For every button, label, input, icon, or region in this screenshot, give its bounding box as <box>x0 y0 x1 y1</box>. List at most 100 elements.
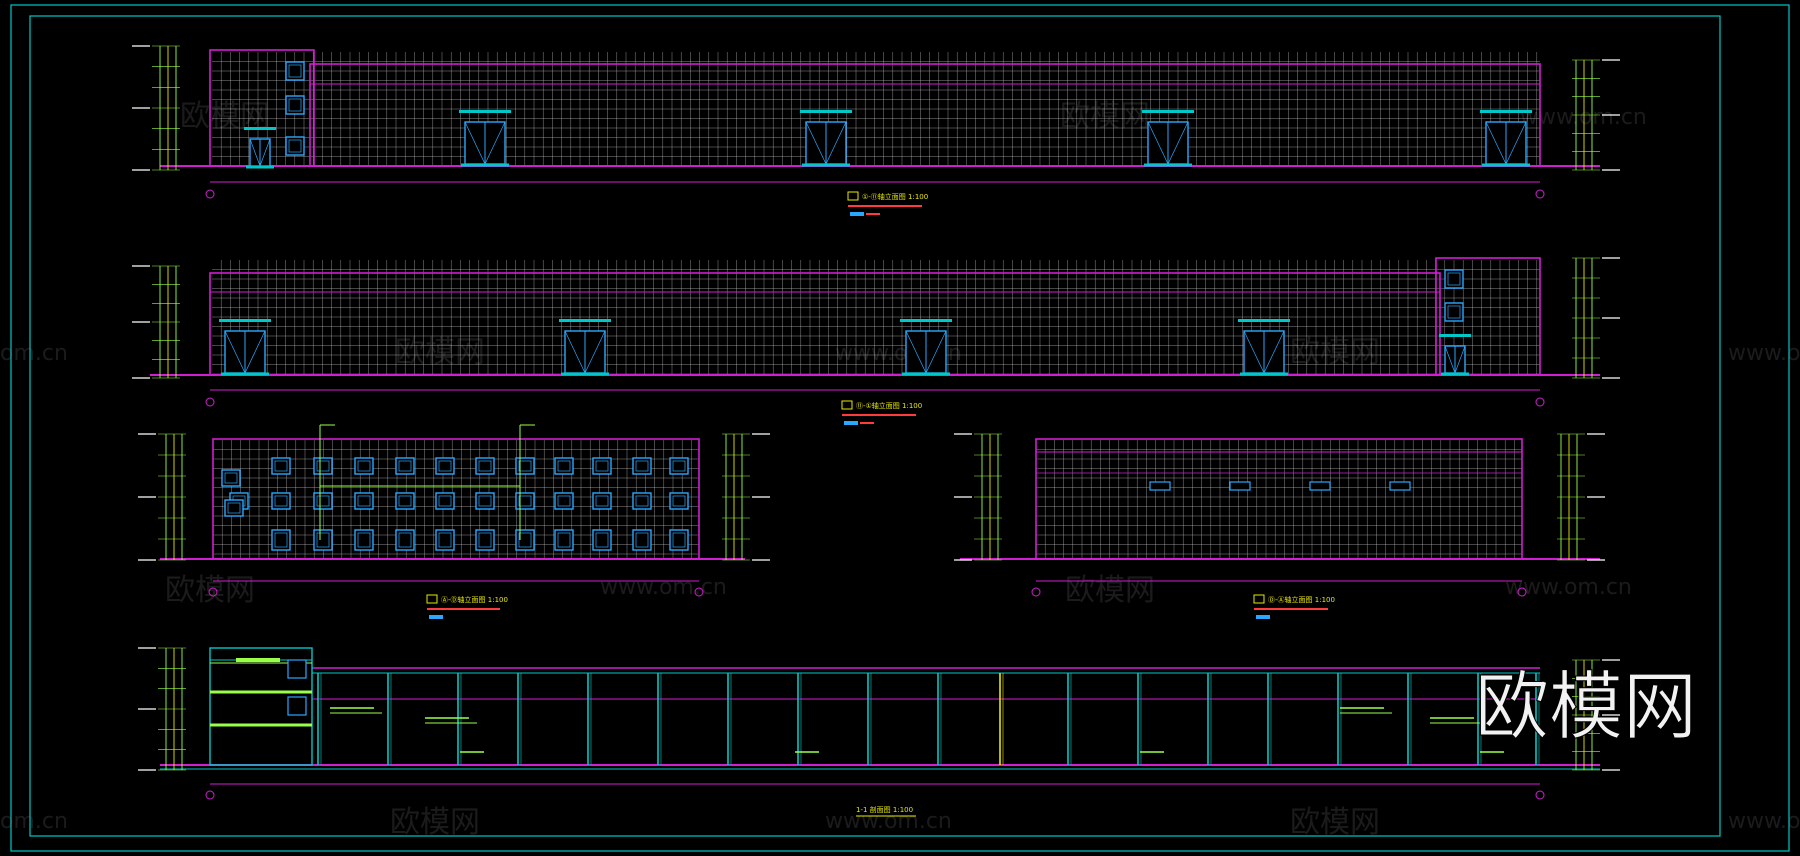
window-frame <box>672 532 686 548</box>
doors <box>219 319 1471 376</box>
window-frame <box>557 495 571 507</box>
view-title: Ⓐ-Ⓓ轴立面图 1:100 <box>441 595 508 604</box>
door-swing <box>1147 121 1189 165</box>
window-frame <box>672 495 686 507</box>
window-frame <box>357 495 371 507</box>
elevation-11-1: ⑪-①轴立面图 1:100 <box>132 257 1620 425</box>
watermark-url: www.om.cn <box>600 575 727 600</box>
view-title: ⑪-①轴立面图 1:100 <box>856 401 922 410</box>
window-frame <box>518 532 532 548</box>
facade-grid <box>1036 440 1522 558</box>
watermark-url: www.om.cn <box>825 809 952 834</box>
outer-frame <box>10 4 1790 852</box>
watermark-url: www.om.cn <box>1505 575 1632 600</box>
view-tag <box>429 615 443 619</box>
window <box>554 457 574 475</box>
door-swing <box>805 121 847 165</box>
window-frame <box>288 98 302 112</box>
windows <box>1444 269 1464 322</box>
window <box>271 457 291 475</box>
high-window <box>1229 481 1251 491</box>
window <box>632 457 652 475</box>
door-canopy <box>244 127 276 130</box>
axis-bubble-start <box>205 397 215 407</box>
window-frame <box>595 532 609 548</box>
high-window <box>1389 481 1411 491</box>
window <box>354 457 374 475</box>
high-window <box>1149 481 1171 491</box>
door-canopy <box>559 319 611 322</box>
dimension-right <box>1572 59 1620 171</box>
grid-lines <box>212 260 1540 375</box>
window <box>285 136 305 156</box>
windows <box>1036 451 1522 491</box>
windows <box>285 61 305 156</box>
dimension-right <box>1572 257 1620 379</box>
window <box>554 529 574 551</box>
doors <box>244 110 1532 169</box>
door-canopy <box>1439 334 1471 337</box>
window-frame <box>595 460 609 472</box>
window-frame <box>274 532 288 548</box>
view-title-box <box>426 594 438 604</box>
elevation-a-d: Ⓐ-Ⓓ轴立面图 1:100 <box>138 424 770 619</box>
axis-bubble-end <box>1535 189 1545 199</box>
elevation-d-a: Ⓓ-Ⓐ轴立面图 1:100 <box>954 433 1605 619</box>
door-swing <box>564 330 606 374</box>
dimension-right <box>1572 659 1620 771</box>
window-frame <box>438 532 452 548</box>
facade-grid <box>212 52 1540 166</box>
window <box>435 492 455 510</box>
window-frame <box>557 532 571 548</box>
window <box>395 457 415 475</box>
window-frame <box>438 460 452 472</box>
axis-bubble-start <box>208 587 218 597</box>
brand-logo: 欧模网 <box>1475 664 1697 750</box>
window-frame <box>635 495 649 507</box>
dimension-left <box>954 433 1002 561</box>
watermark-brand: 欧模网 <box>1290 335 1380 370</box>
dimension-right <box>1557 433 1605 561</box>
watermark-brand: 欧模网 <box>390 805 480 840</box>
axis-bubble-start <box>205 189 215 199</box>
door-swing <box>1485 121 1527 165</box>
door-canopy <box>219 319 271 322</box>
door-canopy <box>459 110 511 113</box>
window-frame <box>478 460 492 472</box>
window <box>475 529 495 551</box>
window <box>592 529 612 551</box>
window-frame <box>595 495 609 507</box>
axis-bubble-end <box>1517 587 1527 597</box>
door-canopy <box>900 319 952 322</box>
door-swing <box>1243 330 1285 374</box>
watermark-brand: 欧模网 <box>1065 573 1155 608</box>
door-swing <box>224 330 266 374</box>
window <box>1444 269 1464 289</box>
window <box>271 529 291 551</box>
window <box>285 61 305 81</box>
window <box>285 95 305 115</box>
view-title-box <box>841 400 853 410</box>
door-swing <box>905 330 947 374</box>
window-frame <box>316 495 330 507</box>
window-frame <box>398 495 412 507</box>
window <box>632 529 652 551</box>
dimension-left <box>132 265 180 379</box>
window <box>632 492 652 510</box>
window-frame <box>227 502 241 514</box>
watermark-url: www.om.cn <box>1520 105 1647 130</box>
view-title: ①-⑪轴立面图 1:100 <box>862 192 928 201</box>
axis-bubble-end <box>1535 790 1545 800</box>
window-frame <box>316 460 330 472</box>
view-title-box <box>1253 594 1265 604</box>
view-title: 1-1 剖面图 1:100 <box>856 805 913 814</box>
axis-bubble-end <box>694 587 704 597</box>
dimension-left <box>138 647 186 771</box>
watermark-brand: 欧模网 <box>165 573 255 608</box>
window-frame <box>288 64 302 78</box>
view-title: Ⓓ-Ⓐ轴立面图 1:100 <box>1268 595 1335 604</box>
watermark-brand: 欧模网 <box>395 335 485 370</box>
window-frame <box>557 460 571 472</box>
window <box>287 696 307 716</box>
